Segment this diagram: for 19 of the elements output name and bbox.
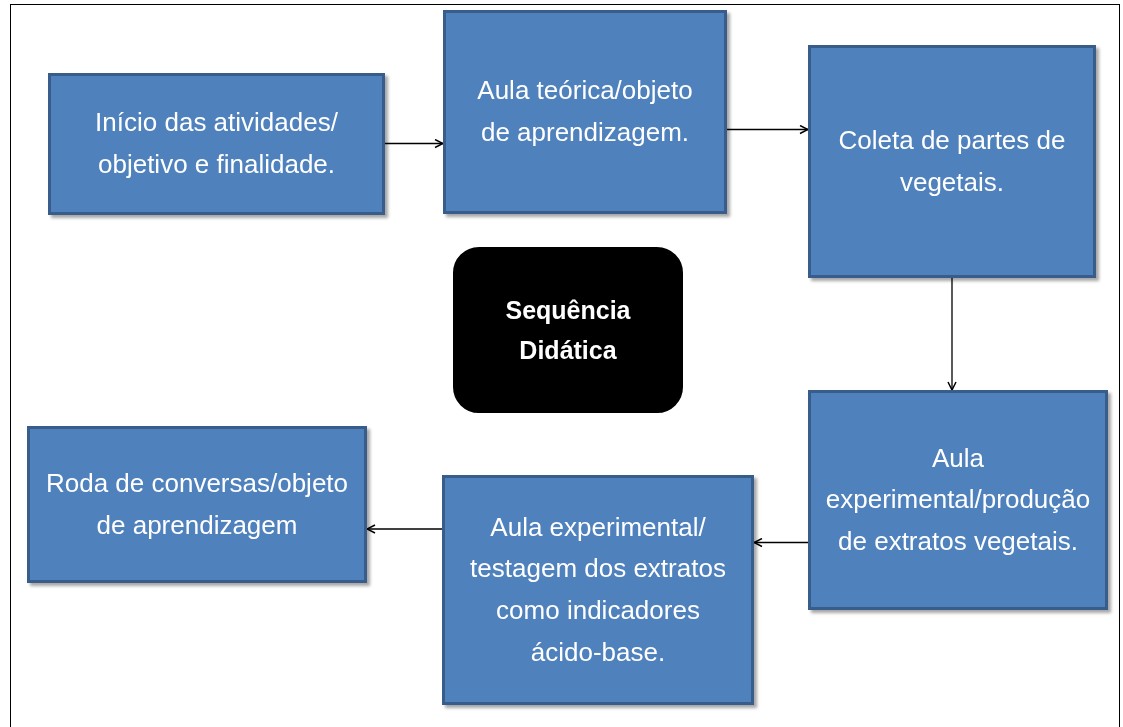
- process-box: [48, 73, 385, 215]
- process-box: [442, 475, 754, 705]
- process-box: [808, 390, 1108, 610]
- box-text: Sequência Didática: [504, 295, 632, 366]
- arrow: [947, 277, 957, 391]
- center-box: [453, 247, 683, 413]
- box-text: Roda de conversas/objeto de aprendizagem: [44, 466, 350, 542]
- box-text: Coleta de partes de vegetais.: [837, 123, 1067, 199]
- box-text: Aula experimental/ testagem dos extratos como indicadores ácido-base.: [469, 510, 727, 669]
- arrow: [384, 138, 444, 149]
- box-text: Aula experimental/produção de extratos vegetais.: [825, 441, 1091, 558]
- arrow: [366, 524, 443, 534]
- arrow: [726, 124, 809, 135]
- process-box: [443, 10, 727, 214]
- process-box: [808, 45, 1096, 278]
- box-text: Início das atividades/ objetivo e finalidade.: [94, 106, 339, 181]
- box-text: Aula teórica/objeto de aprendizagem.: [476, 74, 694, 149]
- arrow: [753, 537, 809, 548]
- process-box: [27, 426, 367, 583]
